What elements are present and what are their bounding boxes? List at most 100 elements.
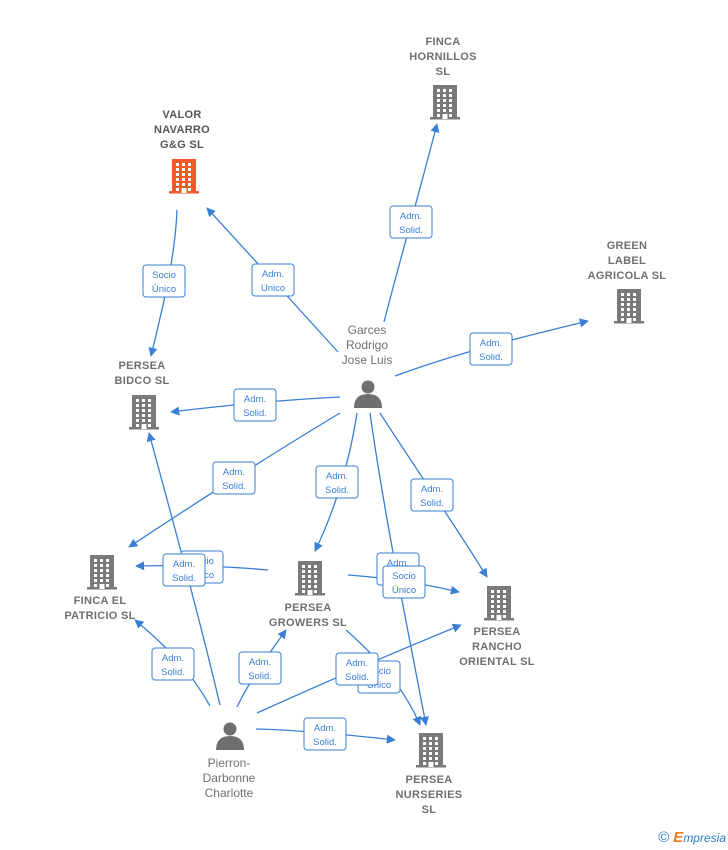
relation-tag-text: Adm. bbox=[162, 653, 184, 664]
relation-tag-text: Adm. bbox=[346, 658, 368, 669]
relation-tag-text: Solid. bbox=[248, 671, 272, 682]
relation-tag-box bbox=[251, 263, 295, 297]
person-label-line: Charlotte bbox=[205, 786, 254, 800]
building-icon[interactable] bbox=[295, 561, 325, 596]
relation-tag-text: Adm. bbox=[387, 558, 409, 569]
building-icon[interactable] bbox=[169, 159, 199, 194]
relation-tags-layer: Adm.Solid.Adm.UnicoSocioÚnicoAdm.Solid.A… bbox=[142, 205, 513, 751]
company-label-line: GROWERS SL bbox=[269, 617, 347, 629]
company-label-line: RANCHO bbox=[472, 641, 522, 653]
company-label-line: SL bbox=[436, 66, 451, 78]
relation-tag-box bbox=[238, 651, 282, 685]
relation-tag-text: Adm. bbox=[173, 559, 195, 570]
footer-brand[interactable]: © Empresia bbox=[658, 829, 726, 846]
relation-tag-text: Único bbox=[392, 585, 416, 596]
relation-tag-text: Adm. bbox=[249, 657, 271, 668]
relation-tag-text: Adm. bbox=[326, 471, 348, 482]
relation-tag-text: Adm. bbox=[314, 723, 336, 734]
relation-tag-pierron-patricio[interactable]: Adm. Solid. bbox=[151, 647, 195, 681]
relation-tag-garces-hornillos[interactable]: Adm.Solid. bbox=[389, 205, 433, 239]
company-label-line: PATRICIO SL bbox=[64, 610, 135, 622]
company-label-line: PERSEA bbox=[284, 602, 331, 614]
relation-tag-garces-valor[interactable]: Adm.Unico bbox=[251, 263, 295, 297]
building-icon[interactable] bbox=[430, 85, 460, 120]
relation-tag-text: Solid. bbox=[479, 352, 503, 363]
building-icon[interactable] bbox=[129, 395, 159, 430]
relation-tag-box bbox=[142, 264, 186, 298]
relation-tag-text: Adm. bbox=[223, 467, 245, 478]
building-icon[interactable] bbox=[416, 733, 446, 768]
relation-tag-text: Solid. bbox=[222, 481, 246, 492]
relation-tag-garces-rancho[interactable]: Adm.Solid. bbox=[410, 478, 454, 512]
person-icon[interactable] bbox=[354, 380, 382, 409]
relation-tag-box bbox=[212, 461, 256, 495]
person-label-line: Darbonne bbox=[203, 771, 256, 785]
relation-tag-text: Solid. bbox=[345, 672, 369, 683]
company-label-line: LABEL bbox=[608, 255, 646, 267]
relation-tag-text: Adm. bbox=[244, 394, 266, 405]
relation-tag-pierron-bidco[interactable]: Adm. Solid. bbox=[162, 553, 206, 587]
person-label-line: Jose Luis bbox=[342, 353, 393, 367]
relation-tag-box bbox=[469, 332, 513, 366]
relation-tag-garces-patricio[interactable]: Adm. Solid. bbox=[212, 461, 256, 495]
relation-tag-garces-bidco[interactable]: Adm.Solid. bbox=[233, 388, 277, 422]
relation-tag-text: Único bbox=[152, 284, 176, 295]
company-label-line: FINCA bbox=[425, 36, 460, 48]
company-label-line: G&G SL bbox=[160, 139, 204, 151]
relation-tag-pierron-nurseries[interactable]: Adm. Solid. bbox=[303, 717, 347, 751]
relation-tag-text: Unico bbox=[261, 283, 285, 294]
relation-tag-text: Adm. bbox=[421, 484, 443, 495]
company-node-bidco[interactable]: PERSEA BIDCO SL bbox=[115, 360, 170, 430]
relation-tag-box bbox=[162, 553, 206, 587]
relation-tag-box bbox=[303, 717, 347, 751]
relation-tag-box bbox=[389, 205, 433, 239]
relation-tag-text: Solid. bbox=[172, 573, 196, 584]
company-label-line: VALOR bbox=[162, 109, 201, 121]
building-icon[interactable] bbox=[87, 555, 117, 590]
relation-tag-text: Solid. bbox=[161, 667, 185, 678]
relation-tag-text: Adm. bbox=[480, 338, 502, 349]
building-icon[interactable] bbox=[614, 289, 644, 324]
copyright-icon: © bbox=[658, 829, 670, 846]
relation-tag-box bbox=[382, 565, 426, 599]
relation-tag-box bbox=[233, 388, 277, 422]
building-icon[interactable] bbox=[484, 586, 514, 621]
company-node-nurseries[interactable]: PERSEA NURSERIES SL bbox=[396, 733, 463, 816]
relation-tag-text: Solid. bbox=[325, 485, 349, 496]
company-label-line: ORIENTAL SL bbox=[459, 656, 535, 668]
company-label-line: PERSEA bbox=[405, 774, 452, 786]
relation-tag-pierron-growers[interactable]: Adm. Solid. bbox=[238, 651, 282, 685]
relation-tag-text: Solid. bbox=[313, 737, 337, 748]
company-label-line: PERSEA bbox=[118, 360, 165, 372]
relation-tag-box bbox=[410, 478, 454, 512]
relation-tag-garces-green[interactable]: Adm. Solid. bbox=[469, 332, 513, 366]
relation-tag-text: Solid. bbox=[399, 225, 423, 236]
company-label-line: BIDCO SL bbox=[115, 375, 170, 387]
relation-tag-text: Socio bbox=[367, 666, 391, 677]
company-label-line: SL bbox=[422, 804, 437, 816]
company-label-line: GREEN bbox=[607, 240, 648, 252]
relation-tag-box bbox=[335, 652, 379, 686]
relation-tag-text: Socio bbox=[152, 270, 176, 281]
relation-tag-pierron-rancho[interactable]: Adm. Solid. bbox=[335, 652, 379, 686]
person-icon[interactable] bbox=[216, 722, 244, 751]
brand-logo: Empresia bbox=[673, 829, 726, 846]
relation-tag-garces-growers[interactable]: Adm. Solid. bbox=[315, 465, 359, 499]
relation-tag-box bbox=[151, 647, 195, 681]
person-label-line: Garces bbox=[348, 323, 387, 337]
company-label-line: NURSERIES bbox=[396, 789, 463, 801]
relation-tag-text: Socio bbox=[392, 571, 416, 582]
company-node-growers[interactable]: PERSEA GROWERS SL bbox=[269, 561, 347, 629]
person-label-line: Pierron- bbox=[208, 756, 251, 770]
